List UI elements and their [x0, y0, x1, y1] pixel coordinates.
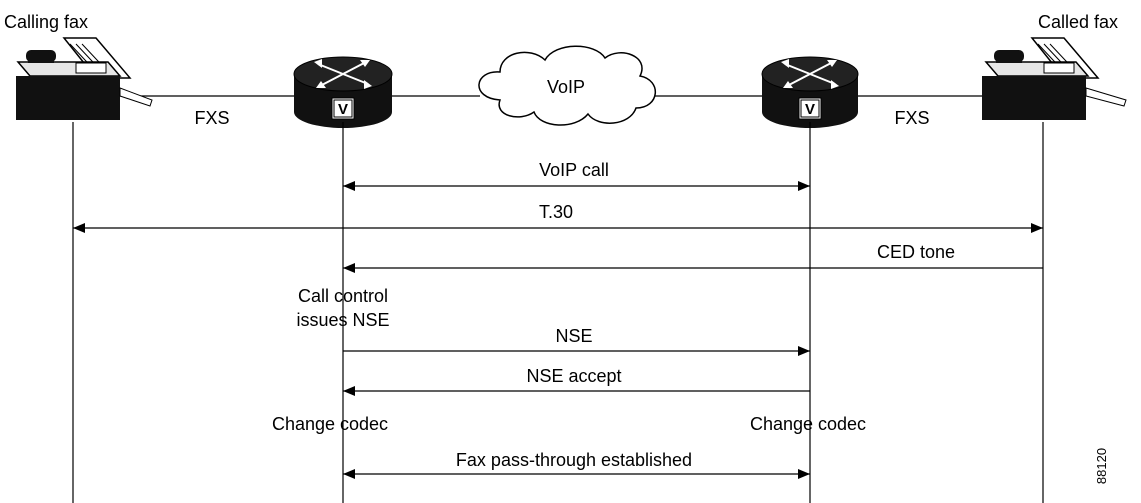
voice-gateway-left-icon: V: [293, 56, 393, 128]
message-label-nse: NSE: [555, 326, 592, 346]
called-fax-icon: [982, 37, 1127, 120]
change-codec-left: Change codec: [272, 414, 388, 434]
figure-id: 88120: [1094, 448, 1109, 484]
router-badge-left: V: [338, 101, 348, 118]
message-label-t30: T.30: [539, 202, 573, 222]
calling-fax-label: Calling fax: [4, 12, 88, 32]
message-label-nse-accept: NSE accept: [526, 366, 621, 386]
message-label-voip-call: VoIP call: [539, 160, 609, 180]
fxs-right-label: FXS: [894, 108, 929, 128]
call-control-note-line-1: Call control: [298, 286, 388, 306]
fxs-left-label: FXS: [194, 108, 229, 128]
voice-gateway-right-icon: V: [761, 56, 859, 128]
call-control-note-line-2: issues NSE: [296, 310, 389, 330]
message-label-ced-tone: CED tone: [877, 242, 955, 262]
change-codec-right: Change codec: [750, 414, 866, 434]
calling-fax-icon: [16, 37, 153, 120]
called-fax-label: Called fax: [1038, 12, 1118, 32]
voip-cloud-icon: VoIP: [478, 45, 657, 126]
voip-cloud-label: VoIP: [547, 77, 585, 97]
router-badge-right: V: [805, 101, 815, 118]
message-label-fax-passthrough: Fax pass-through established: [456, 450, 692, 470]
